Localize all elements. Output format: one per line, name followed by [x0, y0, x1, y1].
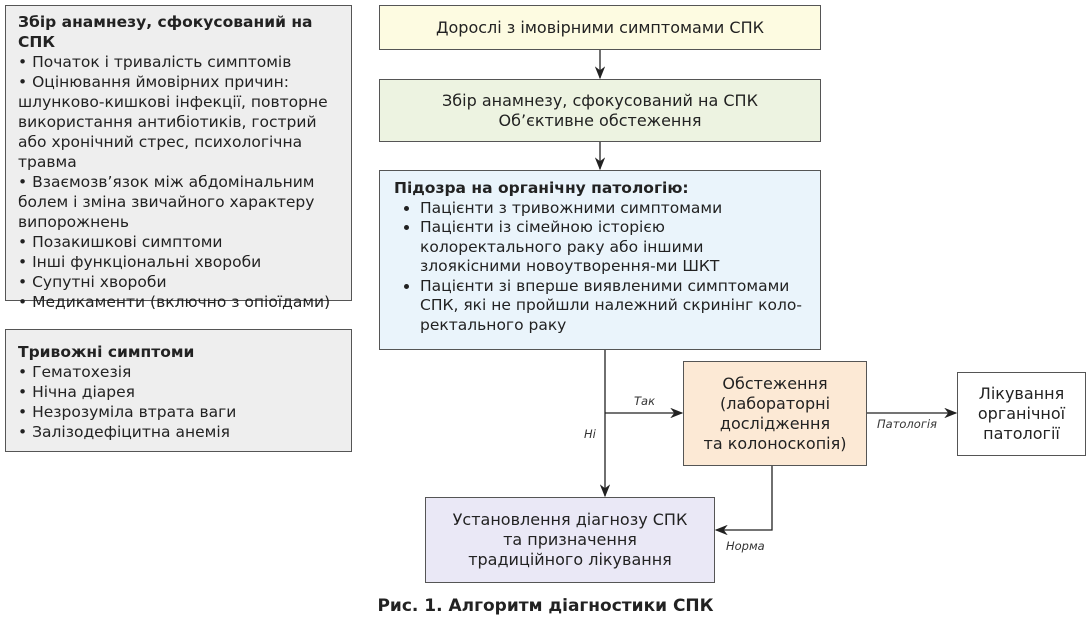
history-item: • Медикаменти (включно з опіоїдами) [18, 293, 331, 311]
start-box: Дорослі з імовірними симптомами СПК [379, 5, 821, 50]
organic-treatment-box: Лікування органічної патології [957, 372, 1086, 456]
history-item: • Оцінювання ймовірних причин: шлунково-… [18, 73, 328, 171]
alarm-item: • Незрозуміла втрата ваги [18, 403, 237, 421]
label-pathology: Патологія [877, 417, 937, 431]
suspicion-item: Пацієнти з тривожними симптомами [420, 199, 806, 219]
label-yes: Так [634, 394, 656, 408]
treat-line: Лікування [978, 384, 1065, 403]
history-item: • Інші функціональні хвороби [18, 253, 262, 271]
history-item: • Супутні хвороби [18, 273, 167, 291]
treat-line: патології [983, 424, 1060, 443]
history-step-line: Збір анамнезу, сфокусований на СПК [442, 90, 758, 110]
history-item: • Початок і тривалість симптомів [18, 53, 292, 71]
exam-line: та колоноскопія) [703, 433, 847, 453]
alarm-item: • Гематохезія [18, 363, 132, 381]
diagnosis-line: Установлення діагнозу СПК [452, 510, 688, 529]
figure-caption: Рис. 1. Алгоритм діагностики СПК [377, 596, 714, 616]
alarm-box-title: Тривожні симптоми [18, 343, 195, 361]
exam-line: Обстеження [722, 373, 828, 393]
diagnosis-line: традиційного лікування [468, 550, 672, 569]
suspicion-box: Підозра на органічну патологію: Пацієнти… [379, 170, 821, 350]
history-step-box: Збір анамнезу, сфокусований на СПК Об’єк… [379, 79, 821, 142]
alarm-box: Тривожні симптоми • Гематохезія • Нічна … [5, 329, 352, 452]
history-item: • Взаємозв’язок між абдомінальним болем … [18, 173, 315, 231]
alarm-item: • Нічна діарея [18, 383, 135, 401]
history-item: • Позакишкові симптоми [18, 233, 223, 251]
history-box: Збір анамнезу, сфокусований на СПК • Поч… [5, 5, 352, 311]
exam-box: Обстеження (лабораторні дослідження та к… [683, 361, 867, 466]
start-text: Дорослі з імовірними симптомами СПК [436, 17, 764, 37]
label-no: Ні [584, 427, 596, 441]
history-box-title: Збір анамнезу, сфокусований на СПК [18, 13, 313, 51]
arrow-norm [714, 466, 773, 536]
exam-line: дослідження [719, 413, 831, 433]
alarm-item: • Залізодефіцитна анемія [18, 423, 230, 441]
suspicion-item: Пацієнти із сімейною історією колоректал… [420, 218, 806, 277]
label-norm: Норма [726, 539, 765, 553]
exam-line: (лабораторні [719, 393, 831, 413]
exam-step-line: Об’єктивне обстеження [498, 110, 702, 130]
diagnosis-line: та призначення [503, 530, 637, 549]
suspicion-item: Пацієнти зі вперше виявленими симптомами… [420, 277, 806, 336]
treat-line: органічної [977, 404, 1066, 423]
diagnosis-box: Установлення діагнозу СПК та призначення… [425, 497, 715, 583]
suspicion-title: Підозра на органічну патологію: [394, 179, 689, 197]
